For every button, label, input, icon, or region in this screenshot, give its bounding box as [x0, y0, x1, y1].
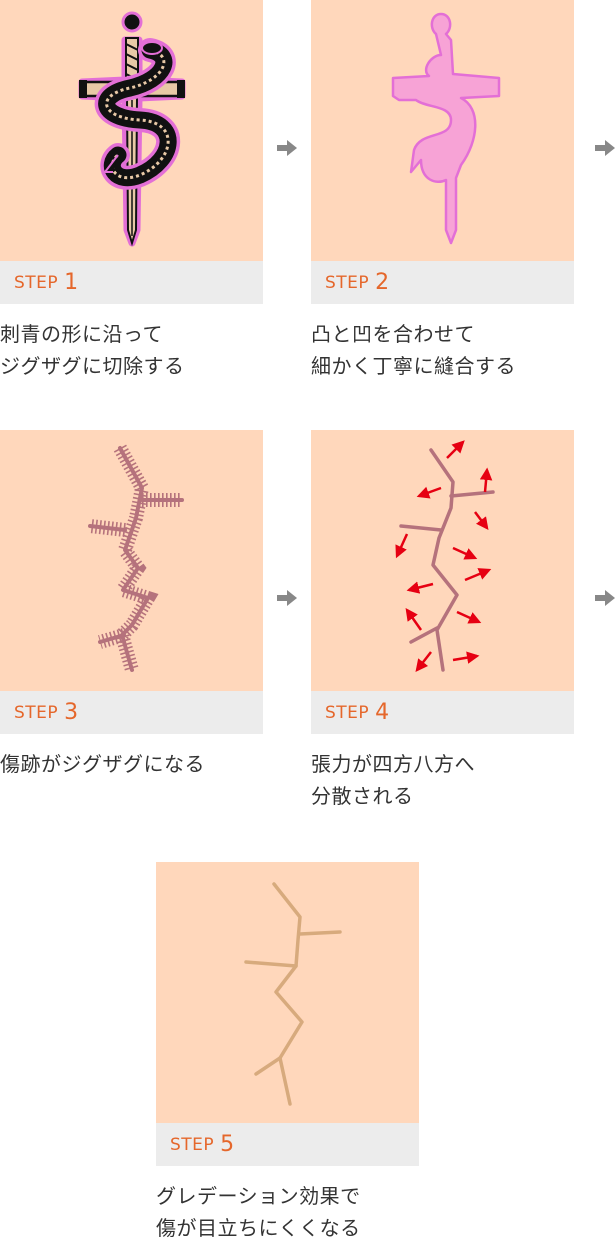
step-label: STEP [14, 702, 59, 723]
step-4-caption: 張力が四方八方へ 分散される [311, 748, 574, 812]
step-1-caption: 刺青の形に沿って ジグザグに切除する [0, 318, 263, 382]
pink-tattoo-silhouette [391, 12, 501, 245]
step-card-3: STEP 3 傷跡がジグザグになる [0, 430, 263, 780]
step-5-caption: グレデーション効果で 傷が目立ちにくくなる [156, 1180, 419, 1244]
step-number: 4 [375, 700, 390, 725]
step-label: STEP [14, 272, 59, 293]
caption-line: 凸と凹を合わせて [311, 322, 475, 346]
caption-line: 刺青の形に沿って [0, 322, 163, 346]
step-1-image [0, 0, 263, 261]
step-number: 2 [375, 270, 390, 295]
caption-line: 張力が四方八方へ [311, 752, 475, 776]
step-2-caption: 凸と凹を合わせて 細かく丁寧に縫合する [311, 318, 574, 382]
step-3-label-bar: STEP 3 [0, 691, 263, 734]
zigzag-suture-scar [88, 444, 184, 672]
dagger-snake-tattoo-illustration [78, 11, 186, 247]
right-arrow-icon [277, 590, 297, 606]
step-3-caption: 傷跡がジグザグになる [0, 748, 263, 780]
step-card-2: STEP 2 凸と凹を合わせて 細かく丁寧に縫合する [311, 0, 574, 382]
step-1-label-bar: STEP 1 [0, 261, 263, 304]
caption-line: ジグザグに切除する [0, 354, 185, 378]
step-number: 5 [220, 1132, 235, 1157]
caption-line: 傷跡がジグザグになる [0, 752, 205, 776]
right-arrow-icon [277, 140, 297, 156]
step-5-label-bar: STEP 5 [156, 1123, 419, 1166]
step-2-image [311, 0, 574, 261]
right-arrow-icon [595, 140, 615, 156]
step-2-label-bar: STEP 2 [311, 261, 574, 304]
step-number: 3 [64, 700, 79, 725]
caption-line: グレデーション効果で [156, 1184, 361, 1208]
step-4-label-bar: STEP 4 [311, 691, 574, 734]
step-label: STEP [325, 702, 370, 723]
step-3-image [0, 430, 263, 691]
right-arrow-icon [595, 590, 615, 606]
step-card-5: STEP 5 グレデーション効果で 傷が目立ちにくくなる [156, 862, 419, 1244]
caption-line: 分散される [311, 784, 414, 808]
step-label: STEP [325, 272, 370, 293]
caption-line: 傷が目立ちにくくなる [156, 1216, 361, 1240]
step-card-1: STEP 1 刺青の形に沿って ジグザグに切除する [0, 0, 263, 382]
step-card-4: STEP 4 張力が四方八方へ 分散される [311, 430, 574, 812]
step-4-image [311, 430, 574, 691]
scar-with-tension-arrows [395, 440, 495, 672]
faded-zigzag-scar [244, 882, 342, 1106]
caption-line: 細かく丁寧に縫合する [311, 354, 516, 378]
step-number: 1 [64, 270, 79, 295]
step-label: STEP [170, 1134, 215, 1155]
step-5-image [156, 862, 419, 1123]
